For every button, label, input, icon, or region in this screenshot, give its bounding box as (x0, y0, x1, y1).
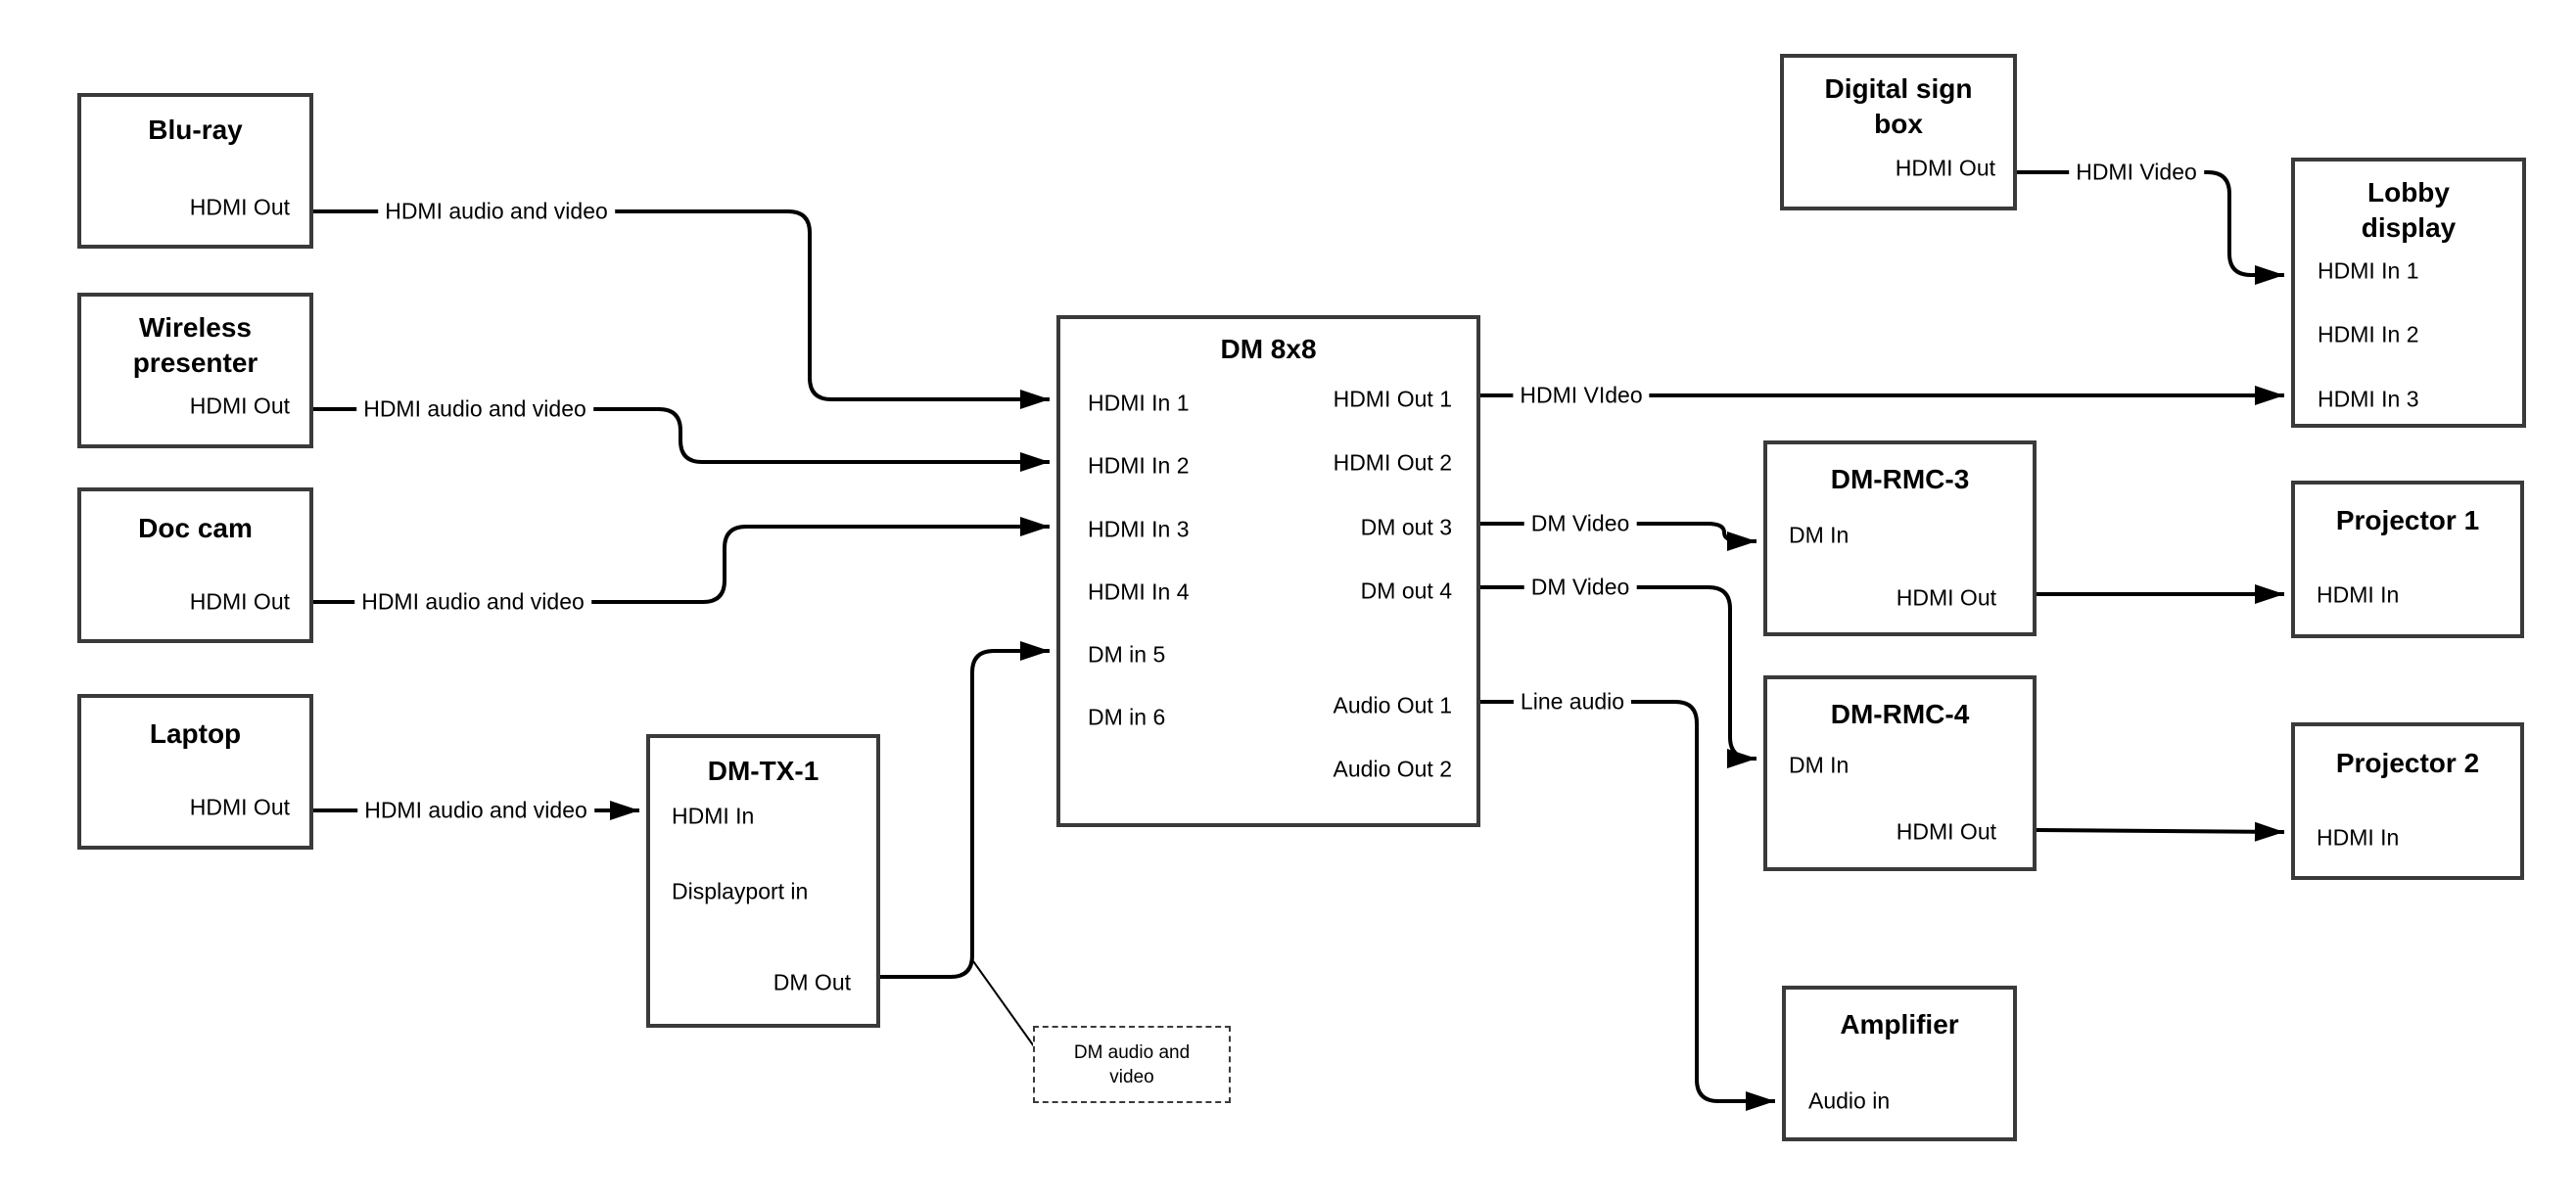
port-dm8x8-dm-in-5: DM in 5 (1088, 641, 1166, 668)
port-doccam-hdmi-out: HDMI Out (189, 588, 290, 615)
port-projector1-hdmi-in: HDMI In (2317, 581, 2400, 608)
node-lobby-display: Lobby display HDMI In 1 HDMI In 2 HDMI I… (2291, 158, 2526, 428)
port-dm8x8-hdmi-in-4: HDMI In 4 (1088, 578, 1190, 605)
wire-dm8x8-aout1-to-amplifier (1480, 700, 1775, 1111)
wire-digitalsign-to-lobby-in1 (2017, 170, 2284, 285)
node-dmrmc4: DM-RMC-4 DM In HDMI Out (1763, 675, 2037, 871)
port-dm8x8-dm-out-3: DM out 3 (1360, 514, 1452, 540)
port-lobby-hdmi-in-2: HDMI In 2 (2318, 321, 2419, 347)
node-dmrmc3-title: DM-RMC-3 (1830, 464, 1970, 494)
wire-wireless-to-dm8x8-in2 (313, 407, 1050, 472)
node-wireless-presenter-title: Wireless presenter (132, 312, 258, 378)
port-dm8x8-hdmi-out-2: HDMI Out 2 (1333, 449, 1452, 476)
node-digital-sign-box-title: Digital sign box (1824, 73, 1973, 139)
wire-dm8x8-out3-to-dmrmc3 (1480, 522, 1756, 551)
port-dmrmc4-hdmi-out: HDMI Out (1896, 818, 1996, 845)
callout-dm-audio-video: DM audio and video (1033, 1026, 1231, 1103)
port-amplifier-audio-in: Audio in (1808, 1087, 1891, 1114)
node-bluray: Blu-ray HDMI Out (77, 93, 313, 249)
wire-label-laptop: HDMI audio and video (357, 795, 594, 826)
wire-label-wireless: HDMI audio and video (356, 393, 593, 425)
port-dm8x8-hdmi-in-1: HDMI In 1 (1088, 390, 1190, 416)
port-dm8x8-hdmi-in-3: HDMI In 3 (1088, 516, 1190, 542)
port-dmtx1-displayport-in: Displayport in (672, 878, 809, 904)
wire-doccam-to-dm8x8-in3 (313, 517, 1050, 604)
node-dmtx1-title: DM-TX-1 (707, 756, 820, 786)
wire-label-digital-sign: HDMI Video (2069, 157, 2204, 188)
port-lobby-hdmi-in-1: HDMI In 1 (2318, 257, 2419, 284)
callout-leader-line (972, 960, 1035, 1047)
node-projector1-title: Projector 1 (2335, 505, 2480, 535)
node-doccam: Doc cam HDMI Out (77, 487, 313, 643)
node-amplifier: Amplifier Audio in (1782, 986, 2017, 1141)
node-projector2: Projector 2 HDMI In (2291, 722, 2524, 880)
wire-dm8x8-out4-to-dmrmc4 (1480, 585, 1756, 768)
port-dm8x8-audio-out-2: Audio Out 2 (1333, 756, 1452, 782)
port-dm8x8-hdmi-in-2: HDMI In 2 (1088, 452, 1190, 479)
wire-bluray-to-dm8x8-in1 (313, 209, 1050, 409)
port-dmtx1-dm-out: DM Out (773, 969, 851, 995)
node-dm8x8-title: DM 8x8 (1220, 334, 1317, 364)
node-laptop: Laptop HDMI Out (77, 694, 313, 850)
port-dmrmc4-dm-in: DM In (1789, 752, 1850, 778)
callout-dm-audio-video-text: DM audio and video (1073, 1041, 1191, 1087)
port-dm8x8-hdmi-out-1: HDMI Out 1 (1333, 386, 1452, 412)
node-amplifier-title: Amplifier (1840, 1009, 1959, 1039)
port-laptop-hdmi-out: HDMI Out (189, 794, 290, 820)
wire-label-line-audio: Line audio (1513, 686, 1632, 717)
port-dmrmc3-hdmi-out: HDMI Out (1896, 584, 1996, 611)
wire-label-dm-out4: DM Video (1523, 572, 1637, 603)
node-projector1: Projector 1 HDMI In (2291, 481, 2524, 638)
port-digital-sign-hdmi-out: HDMI Out (1895, 155, 1995, 181)
node-dmrmc4-title: DM-RMC-4 (1830, 699, 1970, 729)
node-lobby-display-title: Lobby display (2361, 177, 2457, 243)
port-dm8x8-dm-in-6: DM in 6 (1088, 704, 1166, 730)
node-wireless-presenter: Wireless presenter HDMI Out (77, 293, 313, 448)
wire-label-bluray: HDMI audio and video (378, 196, 615, 227)
node-dmrmc3: DM-RMC-3 DM In HDMI Out (1763, 440, 2037, 636)
node-dm8x8: DM 8x8 HDMI In 1 HDMI In 2 HDMI In 3 HDM… (1056, 315, 1480, 827)
node-dmtx1: DM-TX-1 HDMI In Displayport in DM Out (646, 734, 880, 1028)
port-wireless-hdmi-out: HDMI Out (189, 393, 290, 419)
port-dmrmc3-dm-in: DM In (1789, 522, 1850, 548)
node-doccam-title: Doc cam (138, 513, 253, 543)
port-lobby-hdmi-in-3: HDMI In 3 (2318, 386, 2419, 412)
node-laptop-title: Laptop (149, 718, 242, 749)
node-projector2-title: Projector 2 (2335, 748, 2480, 778)
wire-dmrmc4-to-projector2 (2036, 821, 2285, 842)
port-dmtx1-hdmi-in: HDMI In (672, 803, 755, 829)
port-bluray-hdmi-out: HDMI Out (189, 194, 290, 220)
node-bluray-title: Blu-ray (148, 115, 243, 145)
port-projector2-hdmi-in: HDMI In (2317, 824, 2400, 851)
wire-label-dm-out3: DM Video (1523, 508, 1637, 539)
wire-dmtx1-to-dm8x8-in5 (880, 641, 1050, 979)
node-digital-sign-box: Digital sign box HDMI Out (1780, 54, 2017, 210)
wire-label-doccam: HDMI audio and video (354, 586, 591, 618)
port-dm8x8-dm-out-4: DM out 4 (1360, 577, 1452, 604)
port-dm8x8-audio-out-1: Audio Out 1 (1333, 692, 1452, 718)
wire-label-hdmi-out1: HDMI VIdeo (1513, 380, 1650, 411)
